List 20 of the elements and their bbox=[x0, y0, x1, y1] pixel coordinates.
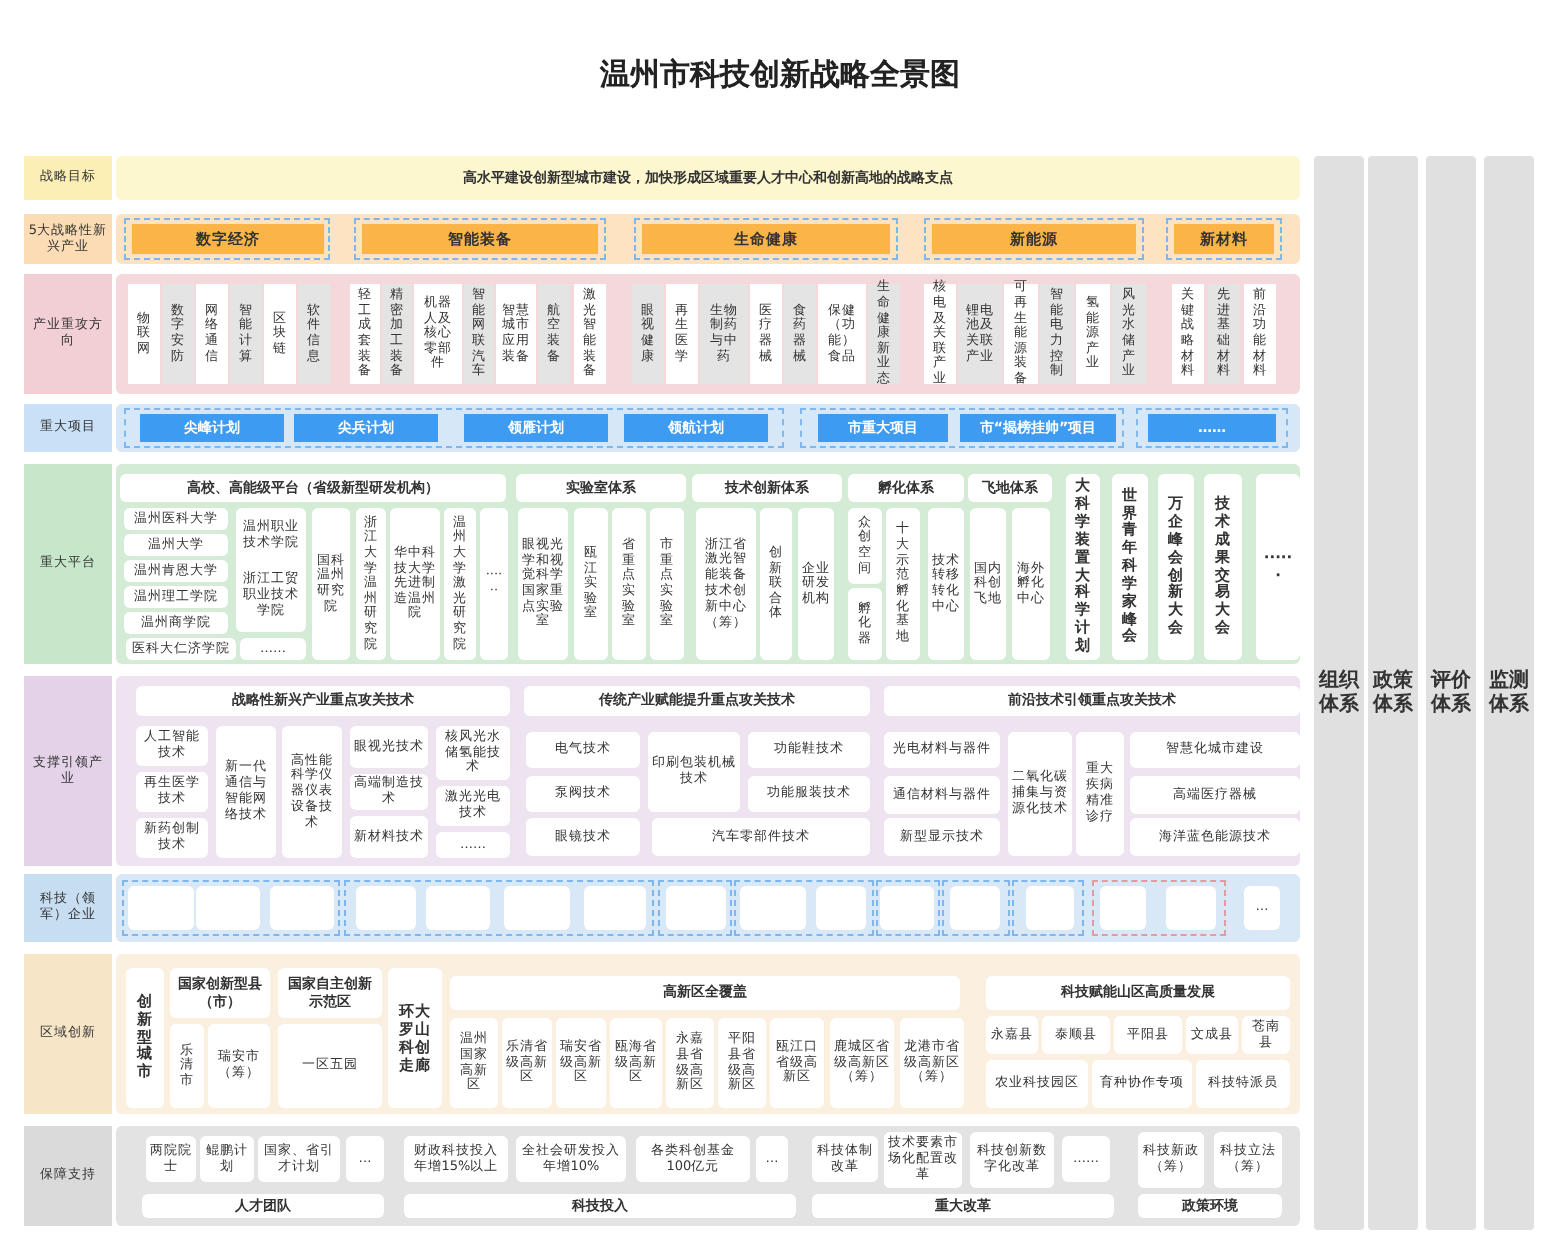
system-column: 监测体系 bbox=[1484, 156, 1534, 1230]
enterprise-box bbox=[816, 886, 866, 930]
enterprise-box bbox=[740, 886, 806, 930]
enterprise-box bbox=[504, 886, 570, 930]
system-column: 组织体系 bbox=[1314, 156, 1364, 1230]
diagram-title: 温州市科技创新战略全景图 bbox=[598, 56, 962, 94]
enterprise-box bbox=[426, 886, 490, 930]
enterprise-box bbox=[584, 886, 646, 930]
enterprise-box bbox=[196, 886, 260, 930]
enterprise-box bbox=[950, 886, 1000, 930]
enterprise-box bbox=[1026, 886, 1074, 930]
enterprise-box bbox=[666, 886, 726, 930]
enterprise-box bbox=[1100, 886, 1146, 930]
system-column: 评价体系 bbox=[1426, 156, 1476, 1230]
enterprise-box bbox=[356, 886, 416, 930]
item-cell bbox=[236, 508, 306, 632]
enterprise-box bbox=[128, 886, 194, 930]
enterprise-box bbox=[1166, 886, 1216, 930]
system-column: 政策体系 bbox=[1368, 156, 1418, 1230]
enterprise-box bbox=[270, 886, 334, 930]
